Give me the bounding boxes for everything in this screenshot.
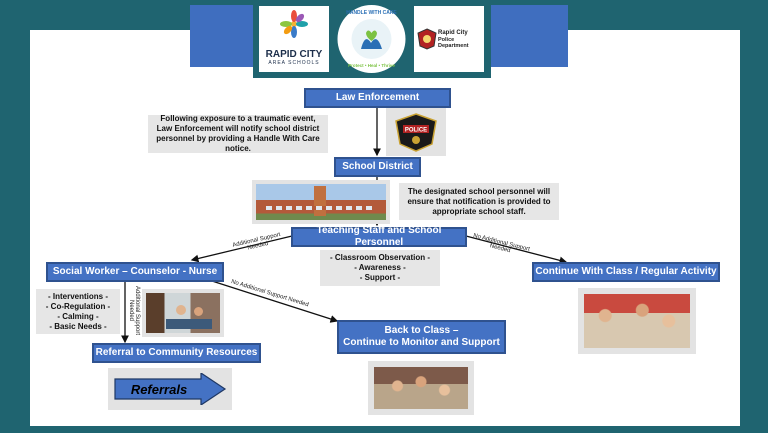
support-action-basic-needs: - Basic Needs - — [49, 321, 107, 331]
students-photo — [368, 361, 474, 415]
support-actions-note: - Interventions - - Co-Regulation - - Ca… — [36, 289, 120, 334]
handle-with-care-logo: HANDLE WITH CARE Protect • Heal • Thrive — [335, 3, 408, 75]
pinwheel-icon — [280, 10, 308, 38]
referrals-arrow-card: Referrals — [108, 368, 232, 410]
police-department-name: Police Department — [438, 37, 469, 49]
police-badge-icon-large: POLICE — [395, 113, 437, 152]
social-worker-node: Social Worker – Counselor - Nurse — [46, 262, 224, 282]
staff-actions-note: - Classroom Observation - - Awareness - … — [320, 250, 440, 286]
handle-with-care-motto: Protect • Heal • Thrive — [348, 63, 395, 68]
staff-action-awareness: - Awareness - — [354, 263, 406, 272]
teaching-staff-node: Teaching Staff and School Personnel — [291, 225, 467, 248]
arrow-staff-to-social — [190, 235, 293, 263]
arrow-staff-to-continue — [465, 235, 568, 265]
back-to-class-line2: Continue to Monitor and Support — [343, 337, 500, 348]
classroom-activity-photo — [578, 288, 696, 354]
arrow-social-to-backtoclass — [211, 280, 339, 323]
handle-with-care-emblem — [337, 5, 406, 73]
counseling-session-photo — [142, 289, 224, 337]
support-action-calming: - Calming - — [57, 311, 99, 321]
support-action-coregulation: - Co-Regulation - — [45, 301, 111, 311]
rapid-city-schools-name: RAPID CITY — [265, 49, 323, 60]
edge-label-vertical-line1: Additional Support — [134, 286, 140, 336]
referral-node: Referral to Community Resources — [92, 343, 261, 363]
school-district-note: The designated school personnel will ens… — [399, 183, 559, 220]
police-badge-text: POLICE — [405, 128, 427, 134]
rapid-city-schools-sub: AREA SCHOOLS — [268, 60, 320, 66]
police-department-logo: Rapid City Police Department — [414, 6, 484, 72]
police-badge-icon — [417, 28, 437, 50]
law-enforcement-node: Law Enforcement — [304, 88, 451, 108]
school-district-node: School District — [334, 157, 421, 177]
edge-label-vertical: Additional Support Needed — [128, 286, 140, 335]
referrals-arrow-icon — [114, 371, 227, 407]
school-building-photo — [252, 180, 390, 224]
rapid-city-schools-logo: RAPID CITY AREA SCHOOLS — [259, 6, 329, 72]
back-to-class-node: Back to Class – Continue to Monitor and … — [337, 320, 506, 354]
staff-action-observation: - Classroom Observation - — [329, 253, 431, 262]
continue-class-node: Continue With Class / Regular Activity — [532, 262, 720, 282]
handle-with-care-title: HANDLE WITH CARE — [346, 10, 397, 16]
law-enforcement-note: Following exposure to a traumatic event,… — [148, 114, 328, 153]
police-badge-image: POLICE — [386, 108, 446, 156]
police-department-city: Rapid City — [438, 30, 468, 36]
back-to-class-line1: Back to Class – — [384, 325, 459, 336]
referrals-arrow-label: Referrals — [130, 381, 188, 397]
staff-action-support: - Support - — [359, 273, 401, 282]
support-action-interventions: - Interventions - — [47, 291, 108, 301]
